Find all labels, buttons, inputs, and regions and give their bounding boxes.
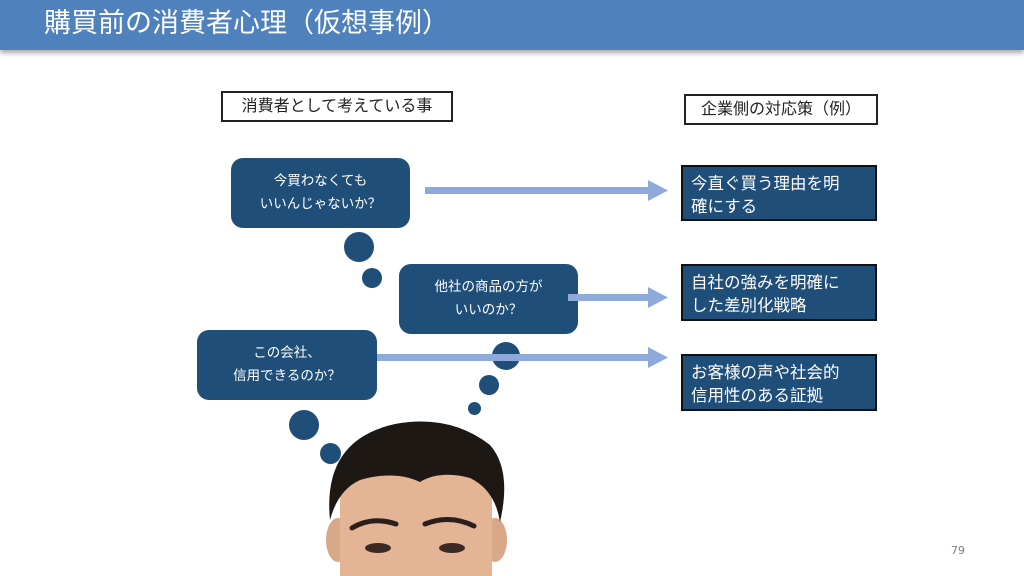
company-header: 企業側の対応策（例） [684, 94, 878, 125]
thought-3-line1: この会社、 [253, 345, 321, 361]
thought-dot [344, 232, 374, 262]
slide-title: 購買前の消費者心理（仮想事例） [44, 8, 449, 39]
title-bar: 購買前の消費者心理（仮想事例） [0, 0, 1024, 50]
response-box-1: 今直ぐ買う理由を明 確にする [681, 165, 877, 221]
response-box-3: お客様の声や社会的 信用性のある証拠 [681, 354, 877, 411]
thought-dot [320, 443, 341, 464]
page-number: 79 [951, 544, 965, 557]
thought-dot [468, 402, 481, 415]
thought-2-line2: いいのか？ [454, 302, 523, 318]
thought-1-line2: いいんじゃないか？ [259, 196, 382, 212]
thought-bubble-2: 他社の商品の方が いいのか？ [399, 264, 578, 334]
consumer-header: 消費者として考えている事 [221, 91, 453, 122]
response-1-line2: 確にする [691, 197, 758, 216]
thought-dot [362, 268, 382, 288]
response-2-line2: した差別化戦略 [691, 296, 807, 315]
arrow-1 [425, 180, 668, 201]
thought-dot [289, 410, 319, 440]
thought-3-line2: 信用できるのか？ [233, 368, 341, 384]
thought-bubble-3: この会社、 信用できるのか？ [197, 330, 377, 400]
thought-dot [479, 375, 499, 395]
response-1-line1: 今直ぐ買う理由を明 [691, 174, 840, 193]
response-box-2: 自社の強みを明確に した差別化戦略 [681, 264, 877, 321]
thought-1-line1: 今買わなくても [273, 173, 368, 189]
thought-2-line1: 他社の商品の方が [434, 279, 543, 295]
arrow-3 [377, 347, 668, 368]
response-2-line1: 自社の強みを明確に [691, 273, 840, 292]
arrow-2 [568, 287, 668, 308]
thought-bubble-1: 今買わなくても いいんじゃないか？ [231, 158, 410, 228]
response-3-line1: お客様の声や社会的 [691, 363, 840, 382]
response-3-line2: 信用性のある証拠 [691, 386, 823, 405]
